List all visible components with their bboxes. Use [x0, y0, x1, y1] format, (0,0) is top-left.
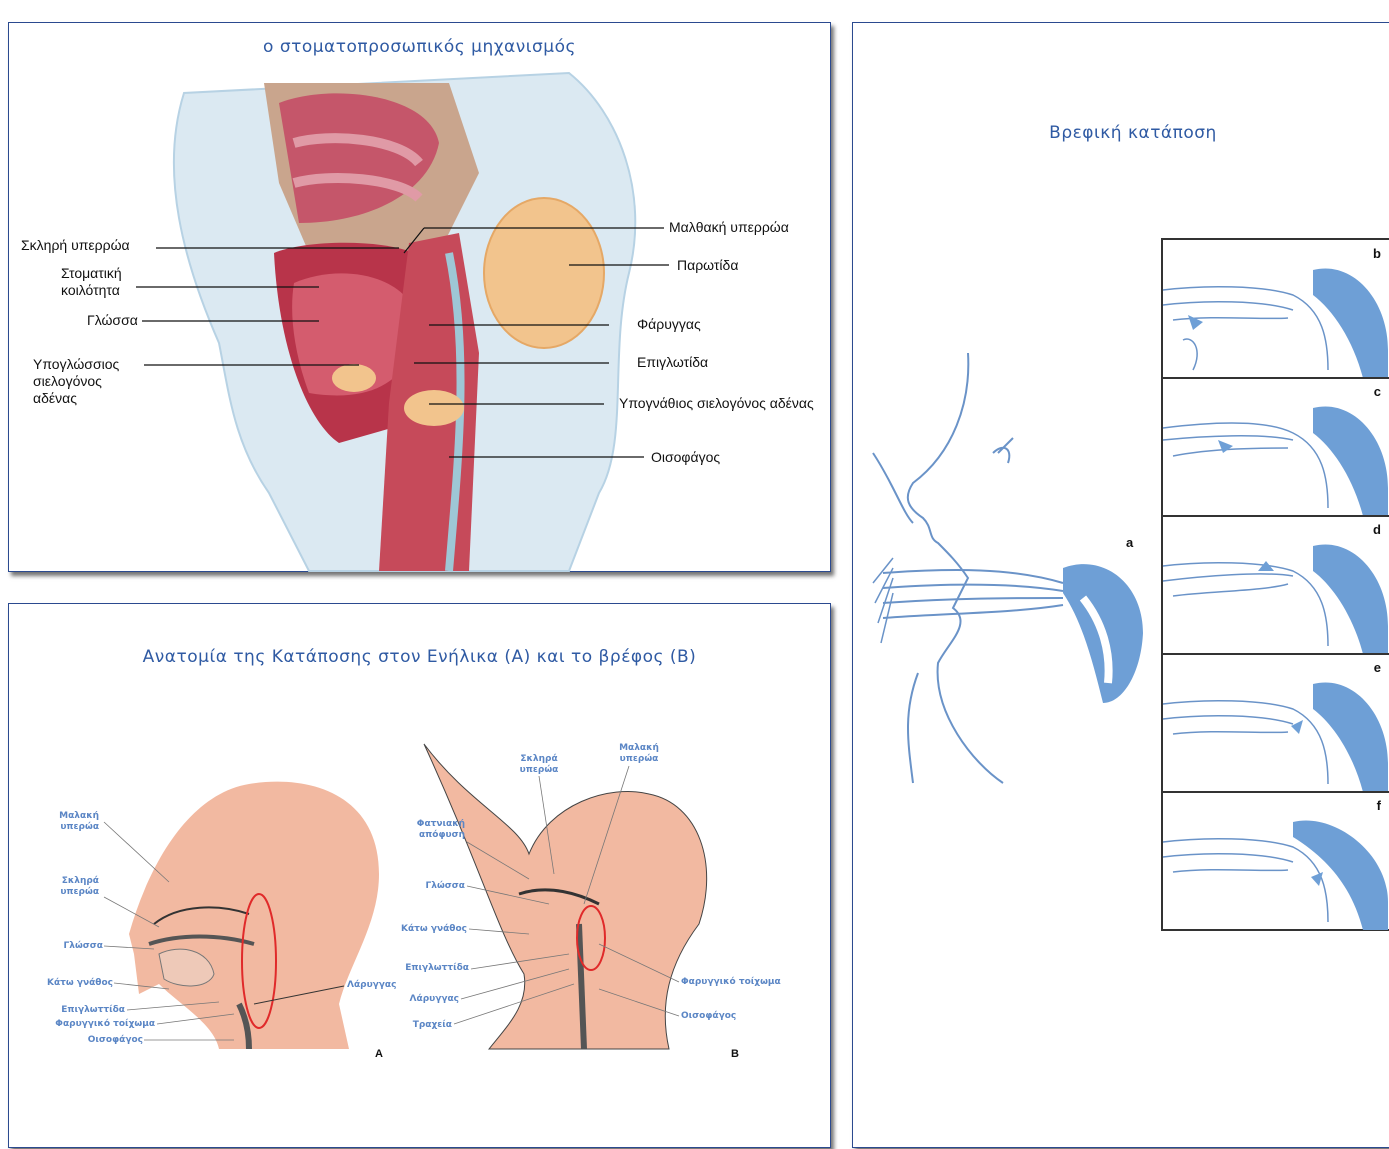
infant-label-tongue: Γλώσσα — [399, 881, 465, 892]
infant-label-pharyngeal-wall: Φαρυγγικό τοίχωμα — [681, 977, 781, 988]
swallowing-anatomy-panel: Ανατομία της Κατάποσης στον Ενήλικα (A) … — [8, 603, 831, 1148]
frame-letter-f: f — [1377, 798, 1381, 813]
infant-label-esophagus: Οισοφάγος — [681, 1011, 736, 1022]
frame-letter-d: d — [1373, 522, 1381, 537]
infant-label-trachea: Τραχεία — [369, 1020, 452, 1031]
adult-label-epiglottis: Επιγλωττίδα — [19, 1005, 125, 1016]
label-submandibular-gland: Υπογνάθιος σιελογόνος αδένας — [619, 395, 819, 412]
adult-label-mandible: Κάτω γνάθος — [19, 978, 113, 989]
swallow-sequence-frames: b c d e f — [1161, 238, 1389, 931]
adult-label-larynx: Λάρυγγας — [347, 980, 396, 991]
label-soft-palate: Μαλθακή υπερρώα — [669, 219, 789, 236]
frame-c — [1163, 406, 1388, 516]
adult-label-hard-palate: Σκληρά υπερώα — [39, 876, 99, 898]
infant-swallowing-panel: Βρεφική κατάποση a — [852, 22, 1389, 1148]
label-epiglottis: Επιγλωτίδα — [637, 354, 708, 371]
infant-label-larynx: Λάρυγγας — [369, 994, 459, 1005]
infant-label-epiglottis: Επιγλωττίδα — [369, 963, 469, 974]
frame-letter-b: b — [1373, 246, 1381, 261]
frame-letter-c: c — [1374, 384, 1381, 399]
orofacial-panel: ο στοματοπροσωπικός μηχανισμός — [8, 22, 831, 572]
figure-letter-b: B — [731, 1048, 739, 1060]
adult-infant-anatomy-illustration — [9, 604, 832, 1149]
sequence-frames-illustration — [1163, 240, 1389, 933]
label-sublingual-gland: Υπογλώσσιος σιελογόνος αδένας — [33, 356, 143, 407]
frame-e — [1163, 682, 1388, 792]
frame-d — [1163, 544, 1388, 654]
adult-label-pharyngeal-wall: Φαρυγγικό τοίχωμα — [19, 1019, 155, 1030]
infant-label-soft-palate: Μαλακή υπερώα — [609, 743, 669, 765]
label-pharynx: Φάρυγγας — [637, 316, 701, 333]
frame-letter-e: e — [1374, 660, 1381, 675]
label-oral-cavity: Στοματική κοιλότητα — [61, 265, 141, 299]
infant-label-alveolar-ridge: Φατνιακή απόφυση — [399, 819, 465, 841]
frame-f — [1163, 820, 1388, 930]
figure-letter-a: A — [375, 1048, 383, 1060]
adult-label-soft-palate: Μαλακή υπερώα — [39, 811, 99, 833]
frame-b — [1163, 268, 1388, 378]
label-parotid: Παρωτίδα — [677, 257, 738, 274]
infant-label-hard-palate: Σκληρά υπερώα — [514, 754, 564, 776]
adult-label-esophagus: Οισοφάγος — [49, 1035, 143, 1046]
label-tongue: Γλώσσα — [87, 312, 138, 329]
main-figure-letter: a — [1126, 535, 1133, 550]
label-hard-palate: Σκληρή υπερρώα — [21, 237, 130, 254]
infant-label-mandible: Κάτω γνάθος — [369, 924, 467, 935]
label-esophagus: Οισοφάγος — [651, 449, 720, 466]
adult-label-tongue: Γλώσσα — [39, 941, 103, 952]
